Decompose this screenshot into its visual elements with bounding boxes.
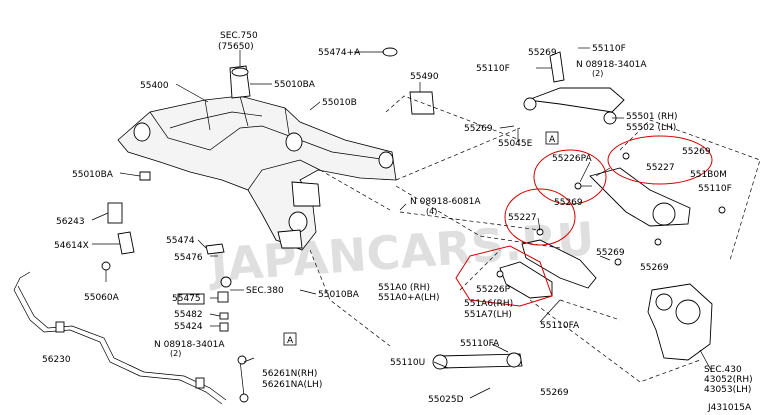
label-56261n: 56261N(RH) xyxy=(262,369,317,379)
label-55226pa: 55226PA xyxy=(552,154,592,164)
label-55400: 55400 xyxy=(140,81,169,91)
label-08918-3401a-left-qty: (2) xyxy=(170,349,181,358)
label-55269-r: 55269 xyxy=(682,147,711,157)
diagram-code: J431015A xyxy=(707,403,752,413)
label-55269-c: 55269 xyxy=(554,198,583,208)
label-55025d: 55025D xyxy=(428,395,464,405)
label-551a0: 551A0 (RH) xyxy=(378,283,430,293)
label-55424: 55424 xyxy=(174,322,203,332)
label-55490: 55490 xyxy=(410,72,439,82)
label-55227-r: 55227 xyxy=(646,163,675,173)
label-56243: 56243 xyxy=(56,217,85,227)
label-08918-3401a-right: N 08918-3401A xyxy=(576,60,647,70)
rear-subframe-drawing xyxy=(117,65,397,251)
label-55110fa-2: 55110FA xyxy=(460,339,500,349)
label-55110f-2: 55110F xyxy=(476,64,510,74)
svg-text:A: A xyxy=(287,336,294,346)
label-55110fa-1: 55110FA xyxy=(540,321,580,331)
label-43053: 43053(LH) xyxy=(704,385,751,395)
label-551a7: 551A7(LH) xyxy=(464,310,512,320)
label-55110f-r: 55110F xyxy=(698,184,732,194)
label-551a6: 551A6(RH) xyxy=(464,299,513,309)
reference-marker-a-left: A xyxy=(283,332,297,346)
highlight-circle-55227-center xyxy=(504,188,576,246)
reference-marker-a-right: A xyxy=(545,131,559,145)
highlight-circle-55227-right xyxy=(607,135,713,185)
label-55227-c: 55227 xyxy=(508,213,537,223)
label-55269-top: 55269 xyxy=(528,48,557,58)
label-sec380: SEC.380 xyxy=(246,286,284,296)
label-55502: 55502 (LH) xyxy=(626,123,676,133)
label-sec430: SEC.430 xyxy=(704,365,742,375)
label-55474: 55474 xyxy=(166,236,195,246)
highlight-circle-55226pa xyxy=(533,149,607,205)
label-sec750: SEC.750 xyxy=(220,31,258,41)
label-551b0m: 551B0M xyxy=(690,170,727,180)
label-55010ba-1: 55010BA xyxy=(274,80,316,90)
label-55045e: 55045E xyxy=(498,139,533,149)
label-08918-3401a-right-qty: (2) xyxy=(592,69,603,78)
label-08918-3401a-left: N 08918-3401A xyxy=(154,340,225,350)
highlight-circle-55226p xyxy=(455,245,553,307)
label-56261na: 56261NA(LH) xyxy=(262,380,322,390)
label-55476: 55476 xyxy=(174,253,203,263)
label-55010ba-2: 55010BA xyxy=(318,290,360,300)
label-55475: 55475 xyxy=(172,294,201,304)
label-55269-b: 55269 xyxy=(540,388,569,398)
left-small-parts xyxy=(101,47,435,332)
part-labels: SEC.750 (75650) 55474+A 55400 55010BA 55… xyxy=(42,31,753,405)
label-55501: 55501 (RH) xyxy=(626,112,678,122)
label-55269-mid: 55269 xyxy=(464,124,493,134)
label-55269-rb2: 55269 xyxy=(640,263,669,273)
label-551a0a: 551A0+A(LH) xyxy=(378,293,440,303)
svg-text:A: A xyxy=(549,135,556,145)
right-suspension-links xyxy=(432,51,726,370)
highlight-circles xyxy=(455,135,713,307)
leader-lines xyxy=(91,47,713,399)
assembly-dashed-lines xyxy=(309,95,761,383)
label-55474a: 55474+A xyxy=(318,48,361,58)
label-08918-6081a-qty: (4) xyxy=(426,207,437,216)
label-55060a: 55060A xyxy=(84,293,120,303)
stabilizer-bar-drawing xyxy=(13,271,249,405)
label-55226p: 55226P xyxy=(476,285,511,295)
label-55269-rb: 55269 xyxy=(596,248,625,258)
label-55482: 55482 xyxy=(174,310,203,320)
label-43052: 43052(RH) xyxy=(704,375,753,385)
label-55110u: 55110U xyxy=(390,358,425,368)
label-55010b: 55010B xyxy=(322,98,357,108)
label-08918-6081a: N 08918-6081A xyxy=(410,197,481,207)
label-54614x: 54614X xyxy=(54,241,89,251)
label-55010ba-left: 55010BA xyxy=(72,170,114,180)
label-55110f-top: 55110F xyxy=(592,44,626,54)
label-56230: 56230 xyxy=(42,355,71,365)
label-sec750-sub: (75650) xyxy=(218,42,254,52)
